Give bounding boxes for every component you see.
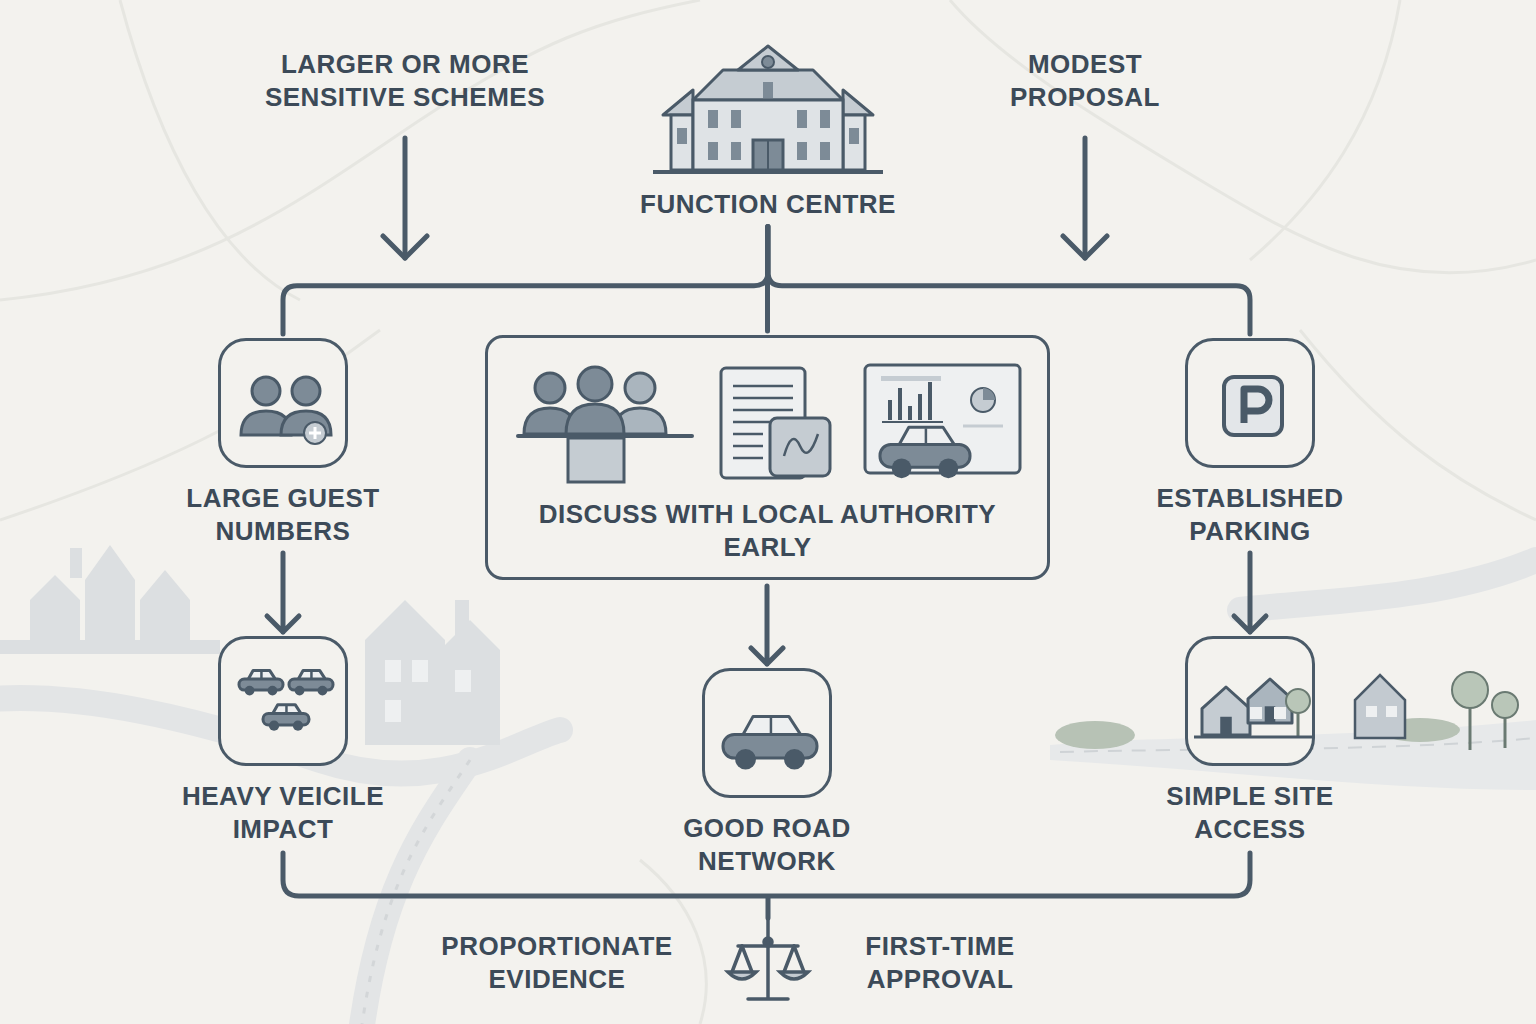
node-label: HEAVY VEICILE IMPACT bbox=[158, 780, 408, 845]
icon-art bbox=[1188, 341, 1312, 465]
connector bbox=[267, 553, 299, 632]
car-icon bbox=[702, 668, 832, 798]
houses-icon bbox=[1185, 636, 1315, 766]
people-icon bbox=[218, 338, 348, 468]
connector bbox=[751, 586, 783, 664]
icon-node: HEAVY VEICILE IMPACT bbox=[158, 636, 408, 845]
icon-art bbox=[653, 40, 883, 176]
icon-art bbox=[488, 338, 1047, 488]
node-label: GOOD ROAD NETWORK bbox=[642, 812, 892, 877]
connector bbox=[283, 227, 768, 335]
icon-art bbox=[705, 671, 829, 795]
annotation-label: FIRST-TIME APPROVAL bbox=[825, 930, 1055, 995]
box-text: DISCUSS WITH LOCAL AUTHORITY EARLY bbox=[508, 498, 1027, 563]
icon-node: LARGE GUEST NUMBERS bbox=[158, 338, 408, 547]
icon-art bbox=[221, 341, 345, 465]
balance-scale bbox=[728, 918, 808, 999]
process-box: DISCUSS WITH LOCAL AUTHORITY EARLY bbox=[485, 335, 1050, 580]
building-icon bbox=[653, 40, 883, 176]
connector bbox=[768, 227, 1250, 335]
icon-node: ESTABLISHED PARKING bbox=[1125, 338, 1375, 547]
cars-icon bbox=[218, 636, 348, 766]
connector bbox=[1234, 553, 1266, 632]
annotation-label: PROPORTIONATE EVIDENCE bbox=[412, 930, 702, 995]
icon-node: GOOD ROAD NETWORK bbox=[642, 668, 892, 877]
parking-icon bbox=[1185, 338, 1315, 468]
icon-art bbox=[1188, 639, 1312, 763]
meeting-icons bbox=[488, 338, 1047, 488]
icon-node: FUNCTION CENTRE bbox=[608, 40, 928, 221]
node-label: ESTABLISHED PARKING bbox=[1125, 482, 1375, 547]
node-label: SIMPLE SITE ACCESS bbox=[1125, 780, 1375, 845]
node-label: LARGE GUEST NUMBERS bbox=[158, 482, 408, 547]
node-label: FUNCTION CENTRE bbox=[608, 188, 928, 221]
annotation-label: LARGER OR MORE SENSITIVE SCHEMES bbox=[215, 48, 595, 113]
annotation-label: MODEST PROPOSAL bbox=[970, 48, 1200, 113]
icon-node: SIMPLE SITE ACCESS bbox=[1125, 636, 1375, 845]
icon-art bbox=[221, 639, 345, 763]
